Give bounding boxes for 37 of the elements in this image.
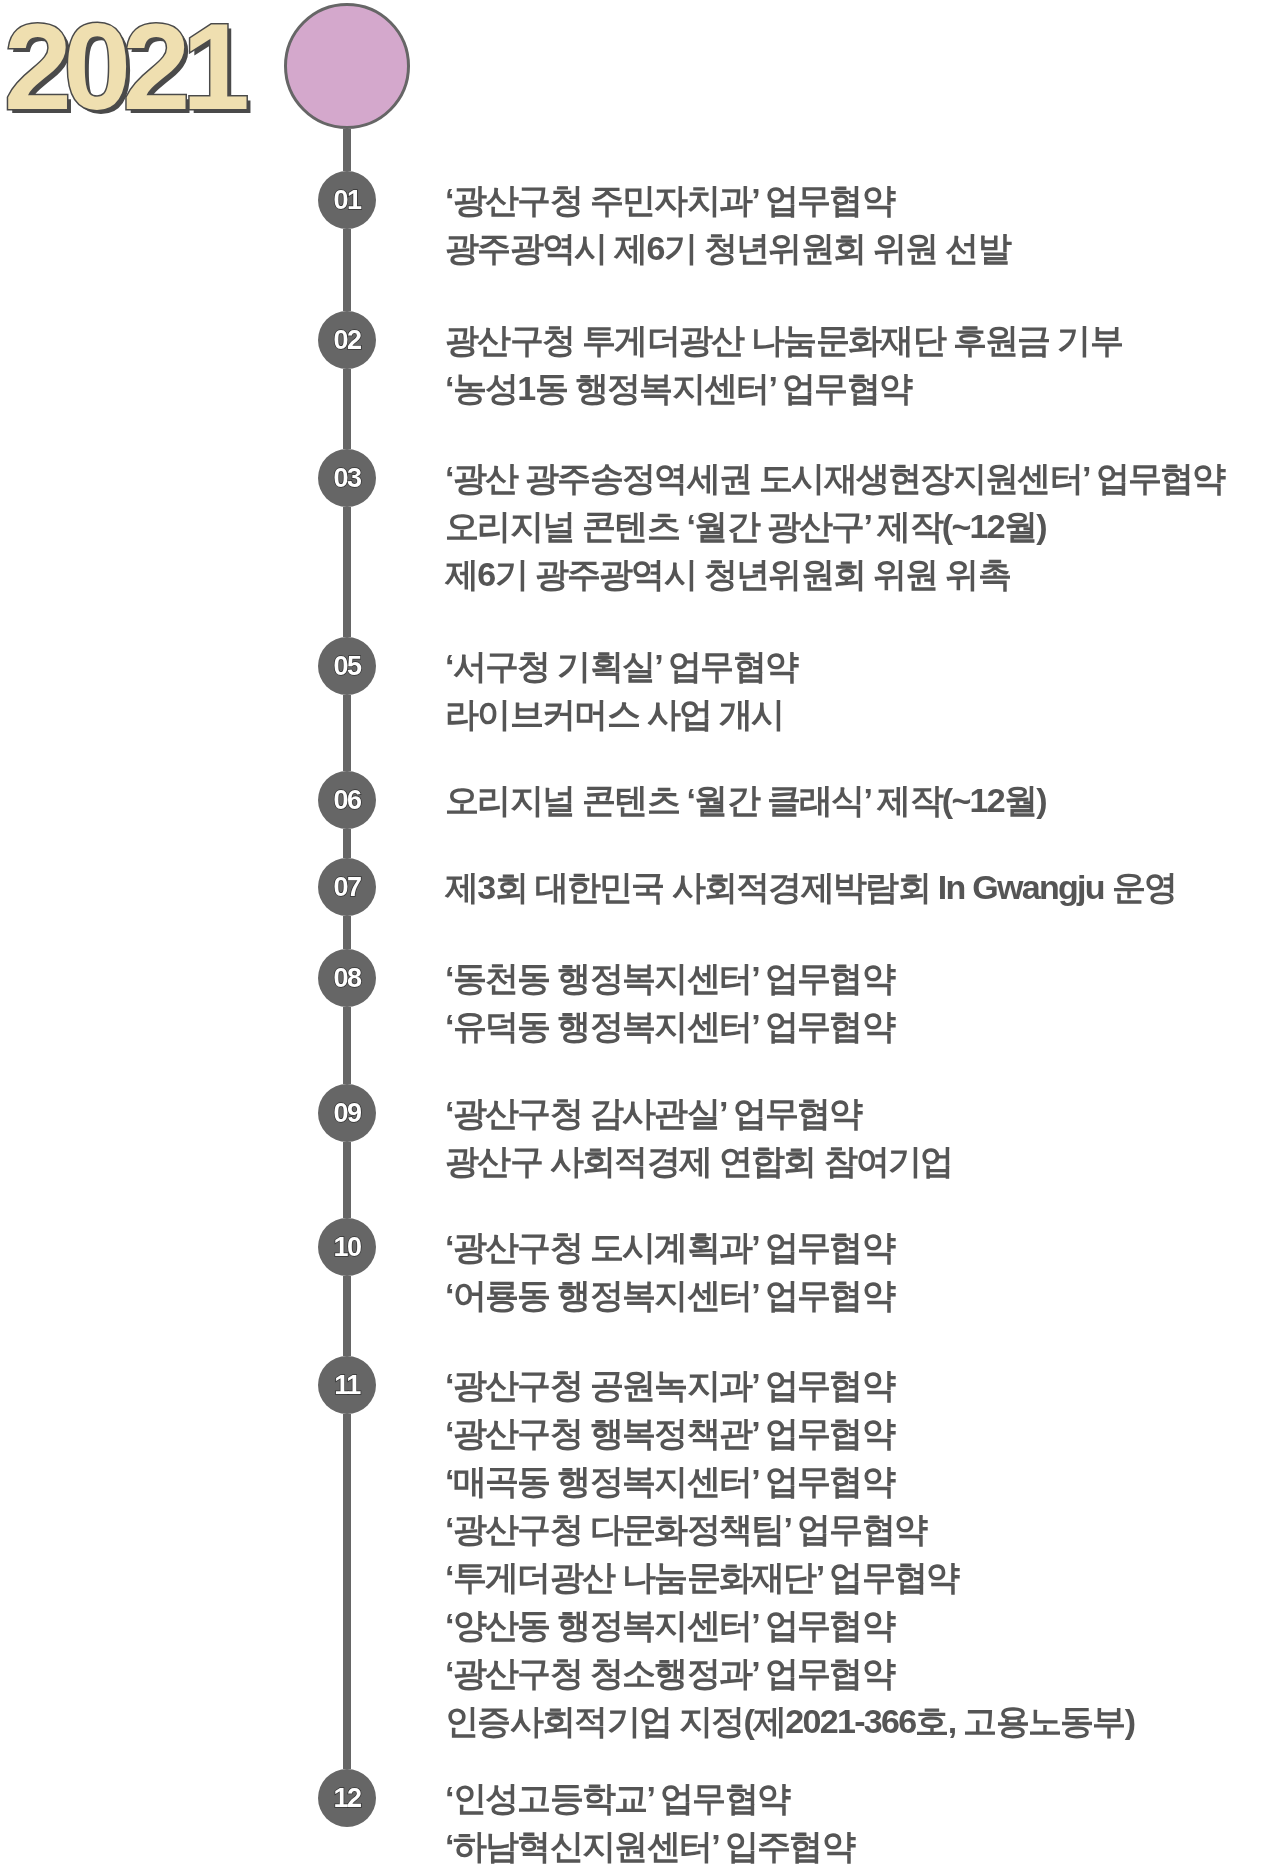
event-text: 제3회 대한민국 사회적경제박람회 In Gwangju 운영 (445, 867, 1177, 908)
timeline-line (343, 1142, 351, 1218)
event-text: ‘매곡동 행정복지센터’ 업무협약 (445, 1461, 894, 1502)
event-text: ‘하남혁신지원센터’ 입주협약 (445, 1826, 854, 1867)
timeline-line (343, 229, 351, 311)
event-text: ‘인성고등학교’ 업무협약 (445, 1778, 790, 1819)
timeline-line (343, 1276, 351, 1356)
timeline-line (343, 829, 351, 858)
event-text: ‘광산구청 주민자치과’ 업무협약 (445, 180, 894, 221)
event-text: 오리지널 콘텐츠 ‘월간 클래식’ 제작(~12월) (445, 780, 1046, 821)
event-text: 제6기 광주광역시 청년위원회 위원 위촉 (445, 554, 1010, 595)
timeline-line (343, 1007, 351, 1084)
timeline-line (343, 129, 351, 171)
event-text: ‘광산구청 다문화정책팀’ 업무협약 (445, 1509, 927, 1550)
event-text: ‘농성1동 행정복지센터’ 업무협약 (445, 368, 912, 409)
event-text: 라이브커머스 사업 개시 (445, 694, 784, 735)
event-text: 광산구청 투게더광산 나눔문화재단 후원금 기부 (445, 320, 1122, 361)
timeline-line (343, 916, 351, 949)
event-text: ‘유덕동 행정복지센터’ 업무협약 (445, 1006, 894, 1047)
timeline-line (343, 369, 351, 449)
event-text: ‘양산동 행정복지센터’ 업무협약 (445, 1605, 894, 1646)
event-text: ‘동천동 행정복지센터’ 업무협약 (445, 958, 894, 999)
event-text: ‘광산구청 청소행정과’ 업무협약 (445, 1653, 894, 1694)
event-text: ‘광산구청 감사관실’ 업무협약 (445, 1093, 862, 1134)
event-text: ‘광산 광주송정역세권 도시재생현장지원센터’ 업무협약 (445, 458, 1225, 499)
event-text: ‘광산구청 행복정책관’ 업무협약 (445, 1413, 894, 1454)
event-text: ‘투게더광산 나눔문화재단’ 업무협약 (445, 1557, 959, 1598)
timeline-line (343, 507, 351, 637)
event-text: ‘서구청 기획실’ 업무협약 (445, 646, 798, 687)
event-text: ‘광산구청 공원녹지과’ 업무협약 (445, 1365, 894, 1406)
timeline-line (343, 695, 351, 771)
event-text: 광주광역시 제6기 청년위원회 위원 선발 (445, 228, 1010, 269)
event-text: 인증사회적기업 지정(제2021-366호, 고용노동부) (445, 1701, 1135, 1742)
event-text: 오리지널 콘텐츠 ‘월간 광산구’ 제작(~12월) (445, 506, 1046, 547)
event-text: ‘광산구청 도시계획과’ 업무협약 (445, 1227, 894, 1268)
event-text: ‘어룡동 행정복지센터’ 업무협약 (445, 1275, 894, 1316)
event-text: 광산구 사회적경제 연합회 참여기업 (445, 1141, 953, 1182)
